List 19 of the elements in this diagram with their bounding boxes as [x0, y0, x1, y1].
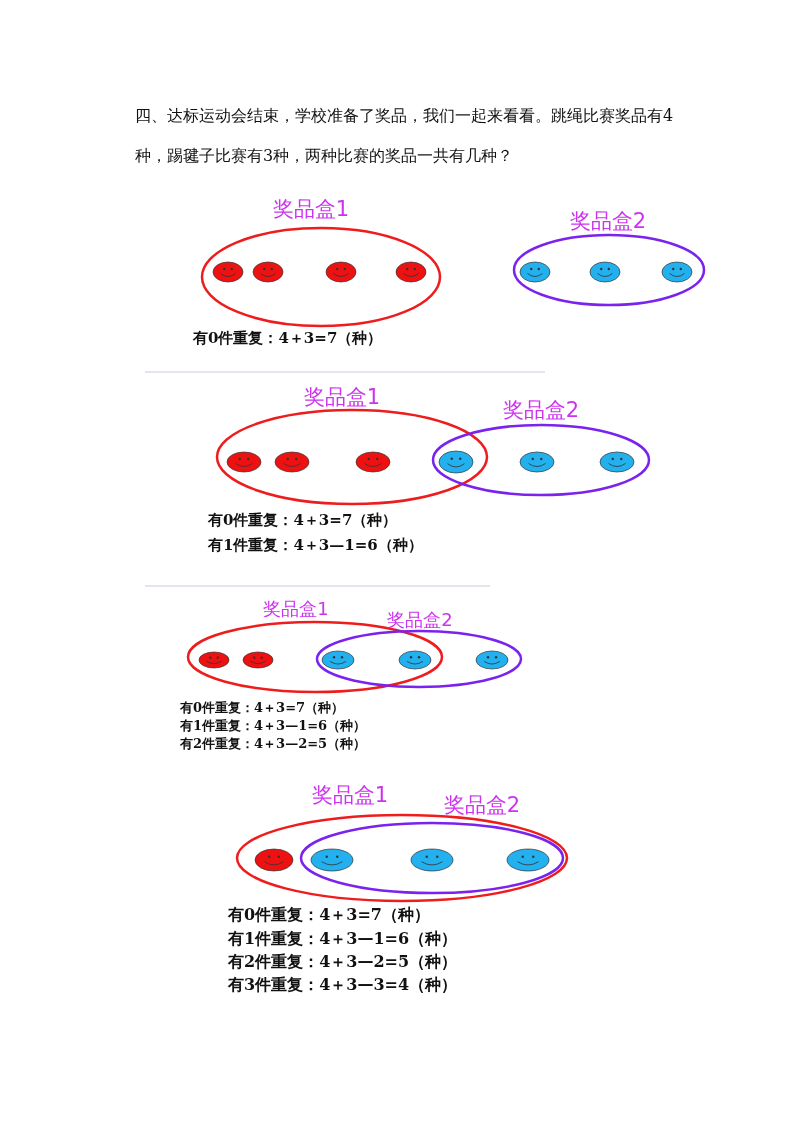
equation-text: 有3件重复：4＋3—3=4（种）	[228, 975, 458, 995]
set-title: 奖品盒2	[387, 611, 453, 629]
set-title: 奖品盒1	[263, 600, 329, 618]
set-title: 奖品盒2	[443, 795, 521, 817]
set-title: 奖品盒2	[502, 400, 580, 422]
set-title: 奖品盒1	[311, 785, 389, 807]
equation-text: 有2件重复：4＋3—2=5（种）	[228, 952, 458, 972]
set-title: 奖品盒1	[303, 387, 381, 409]
equation-text: 有1件重复：4＋3—1=6（种）	[180, 718, 367, 734]
equation-text: 有1件重复：4＋3—1=6（种）	[208, 536, 423, 554]
set-title: 奖品盒1	[272, 199, 350, 221]
equation-text: 有0件重复：4＋3=7（种）	[180, 700, 345, 716]
set-title: 奖品盒2	[569, 211, 647, 233]
question-text: 四、达标运动会结束，学校准备了奖品，我们一起来看看。跳绳比赛奖品有4种，踢毽子比赛有3种，两种比赛的奖品一共有几种？	[135, 105, 675, 167]
equation-text: 有0件重复：4＋3=7（种）	[208, 511, 398, 529]
equation-text: 有1件重复：4＋3—1=6（种）	[228, 929, 458, 949]
equation-text: 有2件重复：4＋3—2=5（种）	[180, 736, 367, 752]
equation-text: 有0件重复：4＋3=7（种）	[193, 329, 383, 347]
equation-text: 有0件重复：4＋3=7（种）	[228, 905, 430, 925]
